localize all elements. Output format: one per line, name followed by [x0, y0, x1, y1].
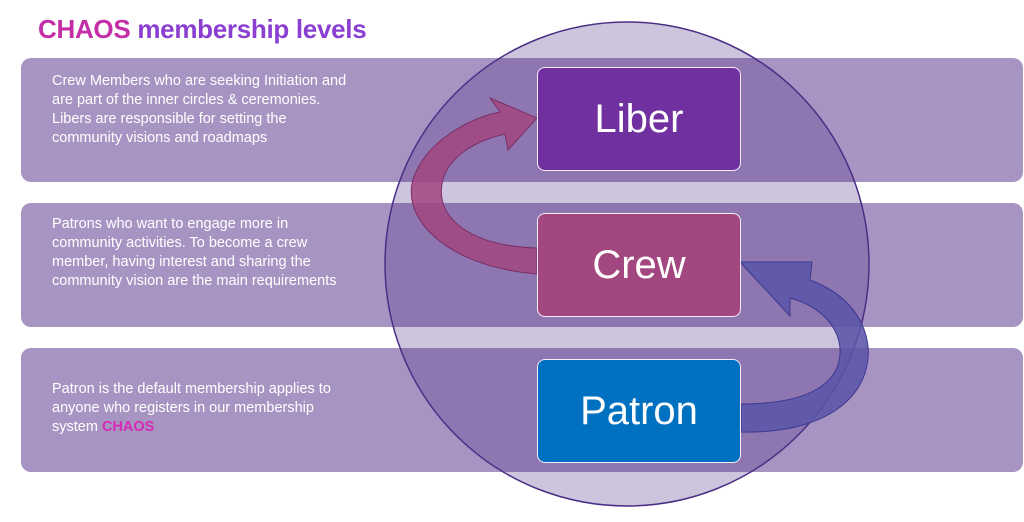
band-crew: Patrons who want to engage more in commu…	[21, 203, 1023, 327]
title-membership-levels: membership levels	[137, 14, 367, 44]
patron-description-text: Patron is the default membership applies…	[52, 381, 331, 435]
box-crew: Crew	[537, 213, 741, 317]
liber-description: Crew Members who are seeking Initiation …	[52, 73, 347, 146]
crew-description: Patrons who want to engage more in commu…	[52, 216, 337, 289]
box-liber-label: Liber	[594, 96, 684, 141]
arrow-patron-to-crew	[738, 261, 869, 433]
patron-description: Patron is the default membership applies…	[52, 380, 352, 437]
title-chaos: CHAOS	[38, 14, 131, 44]
arrow-crew-to-liber	[410, 96, 538, 275]
box-liber: Liber	[537, 67, 741, 171]
box-patron: Patron	[537, 359, 741, 463]
page-title: CHAOS membership levels	[38, 14, 367, 45]
box-crew-label: Crew	[592, 242, 686, 287]
band-liber: Crew Members who are seeking Initiation …	[21, 58, 1023, 182]
box-patron-label: Patron	[580, 388, 698, 433]
patron-description-chaos: CHAOS	[101, 419, 155, 435]
